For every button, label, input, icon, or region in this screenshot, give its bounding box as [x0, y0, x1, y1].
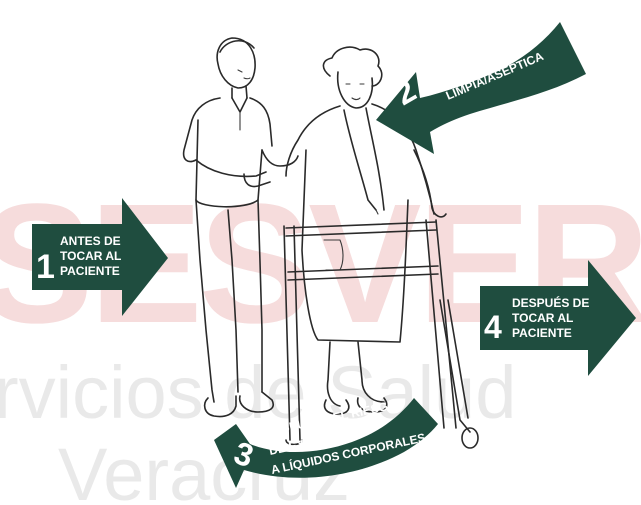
step-4-label-line-2: TOCAR AL — [512, 311, 573, 325]
step-1-label-line-1: ANTES DE — [60, 234, 121, 248]
step-3-arrow-shape — [214, 398, 438, 488]
step-4-arrow-shape — [480, 260, 636, 376]
caregiver-helping-elderly-woman-with-walker-icon — [182, 37, 479, 449]
caregiver-figure — [182, 37, 299, 418]
step-3-arrow: 3 DESPUÉS DEL RIESGO DE EXPOSICIÓN A LÍQ… — [214, 396, 438, 488]
step-1-arrow: 1 ANTES DE TOCAR AL PACIENTE — [32, 198, 168, 316]
walker-frame — [283, 219, 479, 449]
step-1-arrow-shape — [32, 198, 168, 316]
step-4-label-line-1: DESPUÉS DE — [512, 295, 589, 310]
step-4-label-line-3: PACIENTE — [512, 326, 572, 340]
step-2-arrow-shape — [376, 22, 586, 154]
step-1-label-line-3: PACIENTE — [60, 264, 120, 278]
step-4-arrow: 4 DESPUÉS DE TOCAR AL PACIENTE — [480, 260, 636, 376]
step-2-arrow: 2 ANTES DE REALIZAR UNA UNA TAREA LIMPIA… — [376, 0, 586, 154]
step-4-number: 4 — [484, 309, 502, 345]
step-1-number: 1 — [36, 248, 55, 286]
step-1-label-line-2: TOCAR AL — [60, 249, 121, 263]
